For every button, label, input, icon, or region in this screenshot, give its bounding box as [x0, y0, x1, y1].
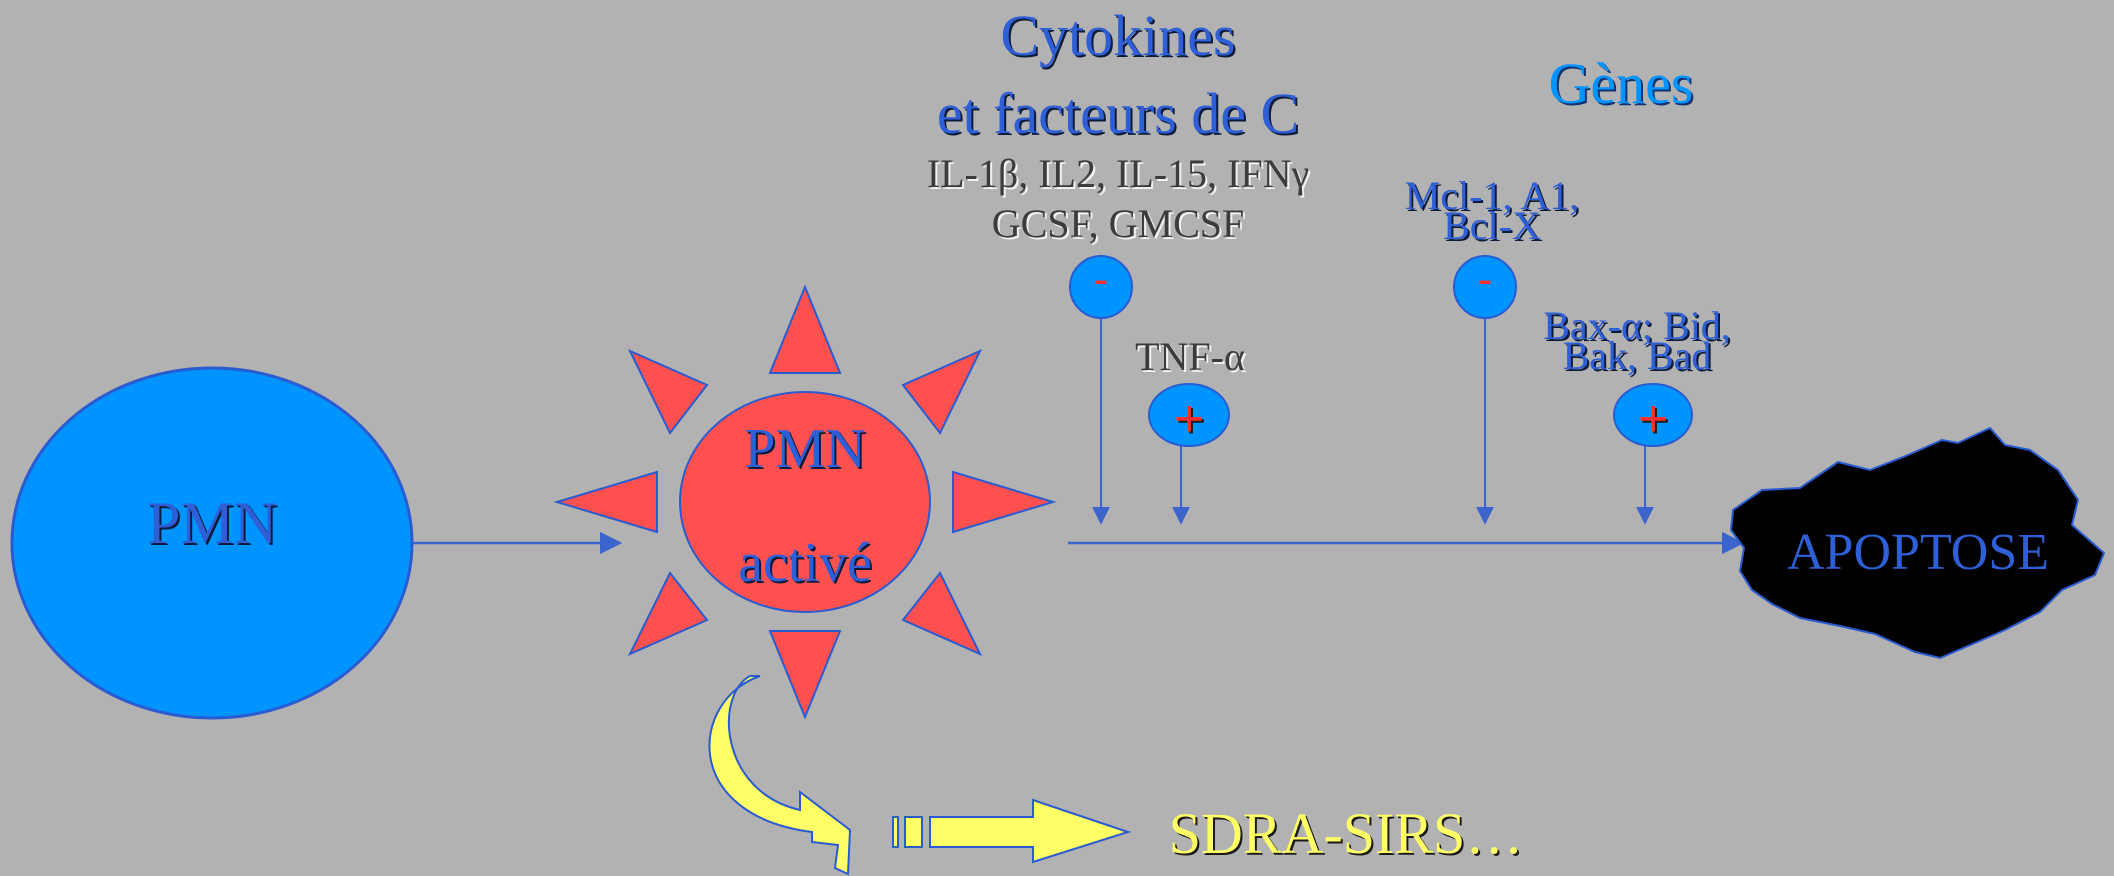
- anti-apoptotic-minus-sign: -: [1477, 255, 1493, 304]
- arrow-tail-stripe-2: [904, 816, 923, 848]
- arrow-body: [929, 798, 1132, 864]
- pro-apoptotic-plus-circle: [1613, 383, 1693, 447]
- cytokines-subtitle: et facteurs de C: [936, 81, 1300, 146]
- tnf-plus-circle: [1148, 383, 1230, 447]
- pmn-activated-state-label: activé: [738, 532, 872, 594]
- cytokines-minus-sign: -: [1093, 255, 1109, 304]
- spike-right: [952, 470, 1057, 534]
- block-yellow-arrow: [892, 798, 1132, 864]
- apoptose-label: APOPTOSE: [1786, 524, 2050, 581]
- cytokines-list-1: IL-1β, IL2, IL-15, IFNγ: [926, 151, 1310, 196]
- anti-apoptotic-minus-circle: [1453, 255, 1517, 319]
- genes-title: Gènes: [1548, 51, 1694, 116]
- cytokines-list-2: GCSF, GMCSF: [991, 201, 1245, 246]
- arrow-tail-stripe-1: [892, 816, 899, 848]
- spike-bottom-right: [901, 571, 983, 657]
- curved-yellow-arrow: [708, 675, 852, 876]
- outcome-label: SDRA-SIRS…: [1168, 801, 1524, 866]
- cytokines-minus-circle: [1069, 255, 1133, 319]
- pmn-activated-cell: [679, 391, 931, 613]
- tnf-plus-sign: +: [1173, 390, 1205, 448]
- cytokines-title: Cytokines: [1000, 3, 1236, 68]
- spike-bottom-left: [627, 571, 709, 657]
- spike-left: [553, 470, 658, 534]
- pmn-activated-label: PMN: [744, 418, 866, 480]
- apoptose-shape: [1729, 426, 2106, 660]
- pro-apoptotic-genes-2: Bak, Bad: [1562, 333, 1712, 378]
- tnf-label: TNF-α: [1135, 334, 1245, 379]
- pro-apoptotic-genes-1: Bax-α; Bid,: [1543, 303, 1731, 348]
- anti-apoptotic-genes-1: Mcl-1, A1,: [1404, 173, 1580, 218]
- anti-apoptotic-genes-2: Bcl-X: [1443, 203, 1541, 248]
- pmn-resting-cell: [10, 366, 414, 720]
- spike-bottom: [768, 630, 842, 720]
- pro-apoptotic-plus-sign: +: [1637, 390, 1669, 448]
- spike-top-left: [627, 348, 709, 435]
- spike-top: [768, 284, 842, 374]
- spike-top-right: [901, 348, 983, 435]
- activated-pmn-spikes: [553, 284, 1057, 720]
- pmn-resting-label: PMN: [146, 490, 278, 556]
